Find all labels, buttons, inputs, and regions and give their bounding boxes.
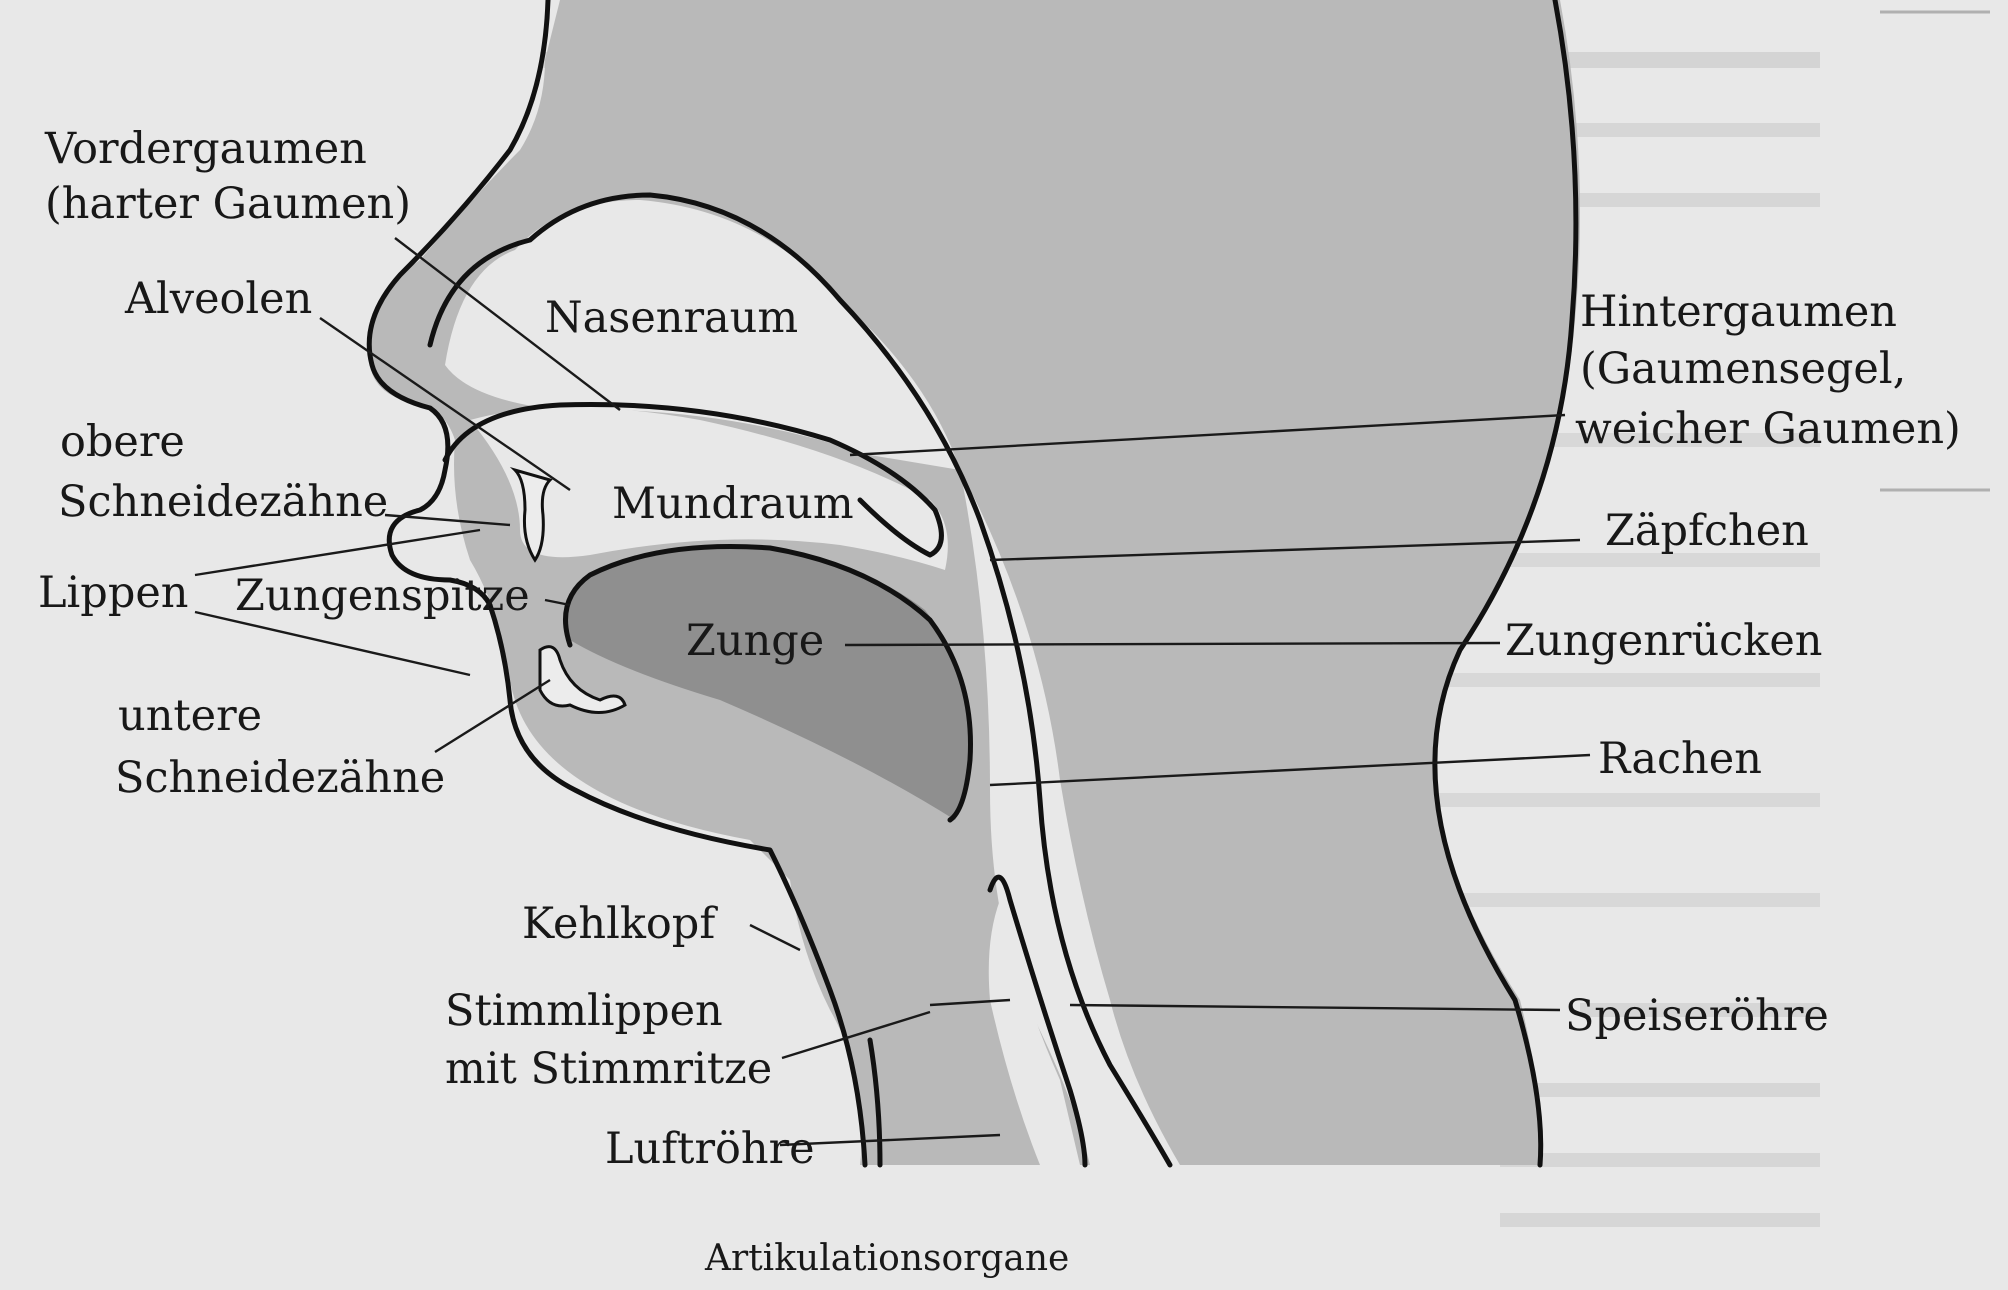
label-stimmlippen-line2: mit Stimmritze xyxy=(445,1044,772,1094)
label-hintergaumen-line2: (Gaumensegel, xyxy=(1580,344,1906,394)
label-alveolen: Alveolen xyxy=(124,274,312,324)
label-zunge: Zunge xyxy=(686,616,824,666)
label-stimmlippen-line1: Stimmlippen xyxy=(445,986,723,1036)
label-untere-line2: Schneidezähne xyxy=(115,753,445,803)
label-obere-line2: Schneidezähne xyxy=(58,477,388,527)
label-zaepfchen: Zäpfchen xyxy=(1605,506,1809,556)
label-zungenspitze: Zungenspitze xyxy=(235,571,530,621)
label-zungenruecken: Zungenrücken xyxy=(1505,616,1822,666)
label-rachen: Rachen xyxy=(1598,734,1762,784)
label-speiseroehre: Speiseröhre xyxy=(1565,991,1829,1041)
label-vordergaumen-line2: (harter Gaumen) xyxy=(45,179,411,229)
label-mundraum: Mundraum xyxy=(612,479,854,529)
label-hintergaumen-line1: Hintergaumen xyxy=(1580,287,1897,337)
label-untere-line1: untere xyxy=(118,691,262,741)
label-vordergaumen-line1: Vordergaumen xyxy=(44,124,367,174)
label-hintergaumen-line3: weicher Gaumen) xyxy=(1575,404,1961,454)
label-lippen: Lippen xyxy=(38,568,189,618)
label-luftroehre: Luftröhre xyxy=(605,1124,815,1174)
label-obere-line1: obere xyxy=(60,417,185,467)
label-nasenraum: Nasenraum xyxy=(545,293,798,343)
diagram-caption: Artikulationsorgane xyxy=(704,1238,1069,1279)
label-kehlkopf: Kehlkopf xyxy=(522,899,718,949)
